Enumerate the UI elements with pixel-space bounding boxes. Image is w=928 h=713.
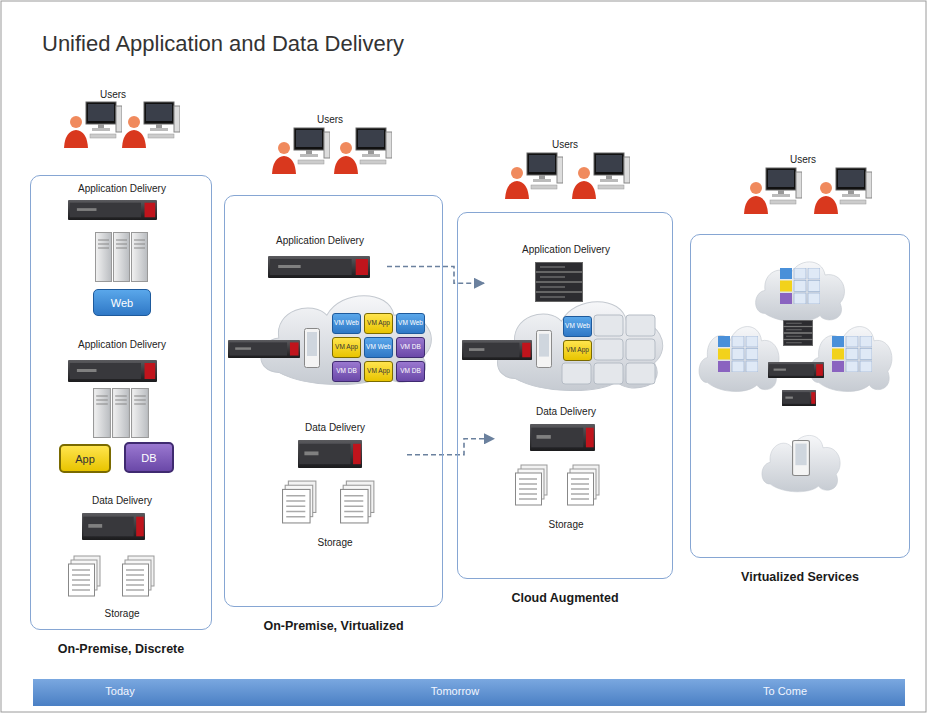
node-label: Data Delivery <box>305 421 365 434</box>
appliance: Application Delivery <box>51 338 193 386</box>
storage-group: Storage <box>265 479 405 549</box>
tier-box: DB <box>124 442 174 473</box>
appliance: Data Delivery <box>265 421 405 473</box>
node-label: Application Delivery <box>78 182 166 195</box>
panel-caption: On-Premise, Virtualized <box>263 619 403 633</box>
vm-tile: VM Web <box>332 313 361 334</box>
node-label: Storage <box>317 536 352 549</box>
timeline-label: Today <box>70 685 170 697</box>
panel-a-devices <box>68 200 157 596</box>
migration-arrow <box>407 439 494 455</box>
node-label: VM Web <box>366 344 391 351</box>
panel-c-devices <box>462 263 663 506</box>
node-label: VM Web <box>334 320 359 327</box>
appliance: Application Delivery <box>486 243 646 305</box>
tier-box: Web <box>93 289 151 316</box>
users-label: Users <box>290 114 370 125</box>
users-label: Users <box>763 154 843 165</box>
appliance: Application Delivery <box>51 182 193 232</box>
stage-panel: Virtualized Services <box>690 234 910 558</box>
vm-tile: VM DB <box>396 361 425 382</box>
node-label: VM App <box>367 368 390 375</box>
vm-tile: VM Web <box>364 337 393 358</box>
timeline-label: Tomorrow <box>405 685 505 697</box>
vm-tile: VM App <box>332 337 361 358</box>
vm-tile: VM Web <box>396 313 425 334</box>
storage-group: Storage <box>496 463 636 531</box>
vm-tile: VM App <box>364 313 393 334</box>
node-label: VM App <box>566 347 589 354</box>
appliance: Data Delivery <box>51 494 193 544</box>
node-label: Application Delivery <box>78 338 166 351</box>
user-icons <box>64 102 872 214</box>
diagram-title: Unified Application and Data Delivery <box>42 31 404 57</box>
vm-tile: VM Web <box>563 316 592 337</box>
node-label: VM DB <box>400 368 421 375</box>
node-label: Storage <box>548 518 583 531</box>
timeline-label: To Come <box>735 685 835 697</box>
migration-arrow <box>387 267 484 284</box>
node-label: VM Web <box>565 323 590 330</box>
panel-b-devices <box>228 256 431 523</box>
appliance: Application Delivery <box>255 234 385 284</box>
node-label: Application Delivery <box>522 243 610 256</box>
stage-panel: On-Premise, VirtualizedApplication Deliv… <box>224 195 443 607</box>
appliance: Data Delivery <box>496 405 636 457</box>
node-label: VM DB <box>336 368 357 375</box>
timeline-bar: Today Tomorrow To Come <box>33 679 905 706</box>
node-label: VM App <box>335 344 358 351</box>
node-label: Storage <box>104 607 139 620</box>
node-label: VM App <box>367 320 390 327</box>
node-label: App <box>75 453 95 465</box>
stage-panel: On-Premise, DiscreteApplication Delivery… <box>30 175 212 630</box>
vm-tile: VM DB <box>396 337 425 358</box>
node-label: DB <box>141 452 156 464</box>
users-label: Users <box>525 139 605 150</box>
vm-tile: VM DB <box>332 361 361 382</box>
storage-group: Storage <box>51 554 193 620</box>
node-label: VM DB <box>400 344 421 351</box>
users-label: Users <box>73 89 153 100</box>
vm-tile: VM App <box>563 340 592 361</box>
node-label: Data Delivery <box>536 405 596 418</box>
node-label: VM Web <box>398 320 423 327</box>
node-label: Application Delivery <box>276 234 364 247</box>
panel-caption: Cloud Augmented <box>511 591 618 605</box>
panel-caption: Virtualized Services <box>741 570 859 584</box>
tier-box: App <box>59 444 111 473</box>
stage-panel: Cloud AugmentedApplication DeliveryVM We… <box>457 212 673 579</box>
vm-tile: VM App <box>364 361 393 382</box>
panel-d-clouds <box>699 262 892 492</box>
node-label: Web <box>111 297 133 309</box>
panel-caption: On-Premise, Discrete <box>58 642 184 656</box>
node-label: Data Delivery <box>92 494 152 507</box>
